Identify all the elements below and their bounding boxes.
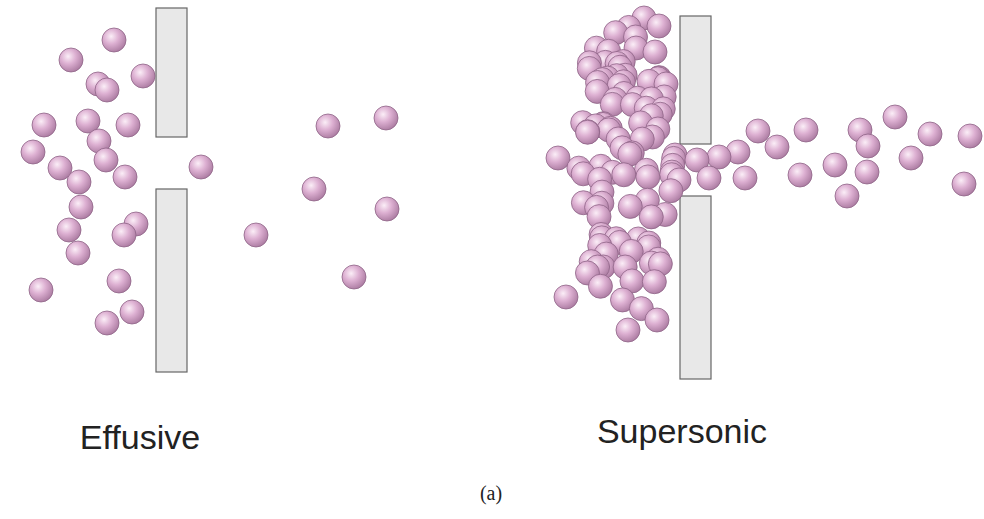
molecule	[59, 48, 83, 72]
molecule	[67, 170, 91, 194]
molecule	[958, 124, 982, 148]
molecule	[647, 14, 671, 38]
molecule	[316, 114, 340, 138]
molecule	[618, 194, 642, 218]
molecule	[94, 148, 118, 172]
molecule	[576, 120, 600, 144]
panel-label: Supersonic	[597, 412, 767, 451]
molecule	[120, 300, 144, 324]
molecule	[21, 140, 45, 164]
aperture-walls	[156, 8, 711, 379]
molecule	[765, 135, 789, 159]
wall-lower	[156, 189, 187, 372]
molecule	[69, 195, 93, 219]
molecule	[302, 177, 326, 201]
molecule	[746, 119, 770, 143]
molecule	[375, 197, 399, 221]
molecule	[588, 274, 612, 298]
molecule	[113, 165, 137, 189]
molecule	[616, 318, 640, 342]
molecule	[645, 308, 669, 332]
molecule	[952, 172, 976, 196]
molecule	[57, 218, 81, 242]
molecule	[918, 122, 942, 146]
molecule	[189, 155, 213, 179]
molecule	[636, 165, 660, 189]
molecule	[131, 64, 155, 88]
molecule	[788, 163, 812, 187]
molecule	[823, 153, 847, 177]
molecule	[95, 78, 119, 102]
molecule	[116, 113, 140, 137]
molecule	[554, 285, 578, 309]
wall-upper	[156, 8, 187, 137]
molecule	[643, 40, 667, 64]
molecule	[642, 270, 666, 294]
molecule	[835, 184, 859, 208]
molecule	[856, 134, 880, 158]
molecule	[794, 118, 818, 142]
molecules	[21, 6, 982, 342]
molecule	[107, 269, 131, 293]
molecule	[855, 160, 879, 184]
molecule	[374, 106, 398, 130]
molecule	[576, 120, 600, 144]
panel-label: Effusive	[80, 418, 200, 457]
molecule	[612, 163, 636, 187]
molecule	[546, 146, 570, 170]
figure-caption: (a)	[480, 482, 502, 505]
wall-lower	[680, 196, 711, 379]
molecule	[697, 166, 721, 190]
molecule	[659, 179, 683, 203]
molecule	[639, 205, 663, 229]
molecule	[244, 223, 268, 247]
molecule	[899, 146, 923, 170]
molecule	[32, 113, 56, 137]
molecule	[707, 145, 731, 169]
molecule	[29, 278, 53, 302]
molecule	[883, 105, 907, 129]
molecule	[66, 241, 90, 265]
molecule	[102, 28, 126, 52]
molecule	[733, 166, 757, 190]
molecule	[342, 265, 366, 289]
wall-upper	[680, 16, 711, 144]
molecule	[112, 223, 136, 247]
molecule	[95, 311, 119, 335]
